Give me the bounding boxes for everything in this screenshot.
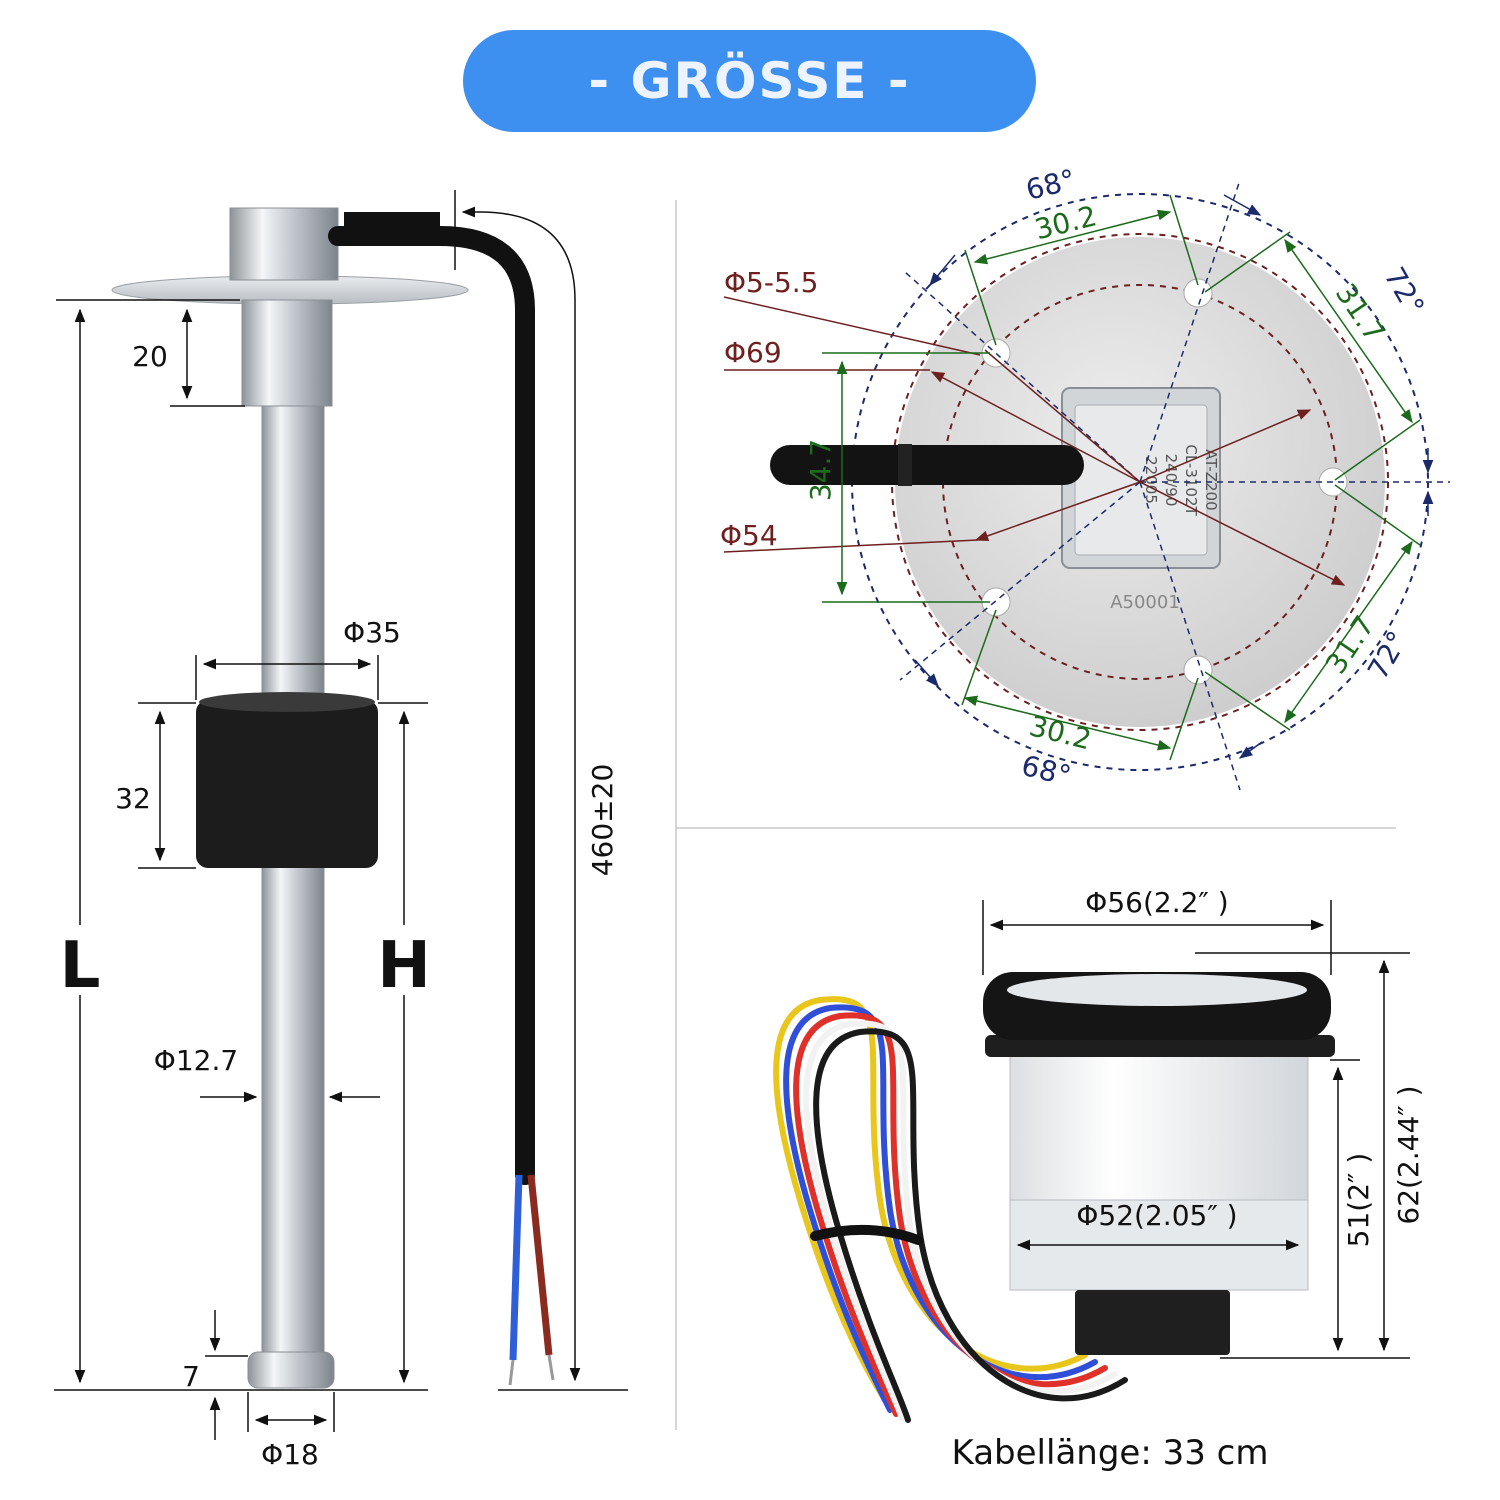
label-tube-diameter: Φ12.7 <box>154 1044 238 1077</box>
label-hole-spacing: 34.7 <box>804 439 837 501</box>
leader-hole <box>723 296 981 356</box>
angle-arrow-top <box>1223 194 1262 216</box>
cable-ring <box>898 444 912 486</box>
leader-body <box>723 539 979 553</box>
angle-arrow-bottom-left <box>914 659 939 688</box>
label-float-height: 32 <box>115 782 151 815</box>
dim-chord-bottom <box>963 695 1172 751</box>
label-pitch-circle: Φ69 <box>724 336 782 369</box>
sensor-tube <box>261 405 325 1357</box>
title-text: - GRÖSSE - <box>588 52 911 110</box>
wire-end-1 <box>508 1359 515 1386</box>
label-float-diameter: Φ35 <box>343 616 401 649</box>
label-hole-diameter: Φ5-5.5 <box>724 266 819 299</box>
plate-text-2: CL-3102T <box>1182 444 1200 516</box>
angle-arrow-top-left <box>929 254 956 287</box>
dim-arrow-pitch-2 <box>1139 409 1312 483</box>
label-tip-height: 7 <box>182 1360 200 1393</box>
plate-code: A50001 <box>1110 592 1180 613</box>
label-angle-right-top: 72° <box>1378 262 1431 321</box>
dim-chord-top <box>973 209 1172 265</box>
plate-text-4: 22005 <box>1142 456 1160 504</box>
sensor-tip <box>247 1351 335 1389</box>
label-gauge-cable-length: Kabellänge: 33 cm <box>952 1433 1269 1473</box>
wire-brown <box>527 1174 553 1356</box>
gauge-lens <box>1007 974 1307 1006</box>
cable-tie <box>810 1224 923 1245</box>
label-bezel-diameter: Φ56(2.2″ ) <box>1085 886 1228 919</box>
label-angle-bottom: 68° <box>1018 749 1074 793</box>
sensor-head <box>229 207 339 281</box>
plate-text-1: AT-Z200 <box>1202 449 1220 510</box>
mounting-hole <box>1183 655 1213 685</box>
label-chord-right-top: 31.7 <box>1329 278 1391 348</box>
title-badge: - GRÖSSE - <box>463 30 1036 132</box>
gauge-gasket <box>985 1035 1335 1057</box>
label-angle-top: 68° <box>1023 163 1079 207</box>
label-total-height: 62(2.44″ ) <box>1392 1085 1425 1224</box>
mounting-hole <box>1183 278 1213 308</box>
label-body-diameter: Φ54 <box>720 519 778 552</box>
angle-arrow-bottom <box>1238 741 1263 759</box>
label-total-length: L <box>60 929 101 1003</box>
wire-blue <box>509 1174 523 1361</box>
dim-chord-right-bottom <box>1284 540 1413 724</box>
label-flange-height: 20 <box>132 340 168 373</box>
dim-arrow-pitch-1 <box>930 371 1141 483</box>
dim-chord-right-top <box>1284 238 1413 424</box>
sensor-collar <box>241 299 333 407</box>
gauge-side-view: Φ56(2.2″ ) Φ52(2.05″ ) 51(2″ ) 62(2.44″ … <box>773 886 1425 1473</box>
label-tip-diameter: Φ18 <box>261 1438 319 1471</box>
label-body-diameter: Φ52(2.05″ ) <box>1076 1199 1237 1232</box>
label-cable-length: 460±20 <box>586 764 619 877</box>
wire-end-2 <box>547 1354 555 1381</box>
radial-lines <box>899 179 1450 791</box>
label-body-height: 51(2″ ) <box>1342 1153 1375 1248</box>
gauge-connector <box>1075 1290 1230 1355</box>
dim-arrow-body-1 <box>974 481 1141 542</box>
dim-arrow-hole <box>984 349 1141 483</box>
gauge-wires <box>773 996 1128 1423</box>
label-float-travel: H <box>377 929 431 1003</box>
sensor-float <box>196 700 378 868</box>
level-sensor-drawing: 20 L Φ35 32 H Φ12.7 <box>54 190 628 1471</box>
flange-top-view: AT-Z200 CL-3102T 240/90 22005 A50001 <box>720 163 1450 793</box>
dim-cable-length <box>461 206 581 1382</box>
float-top <box>199 692 375 712</box>
